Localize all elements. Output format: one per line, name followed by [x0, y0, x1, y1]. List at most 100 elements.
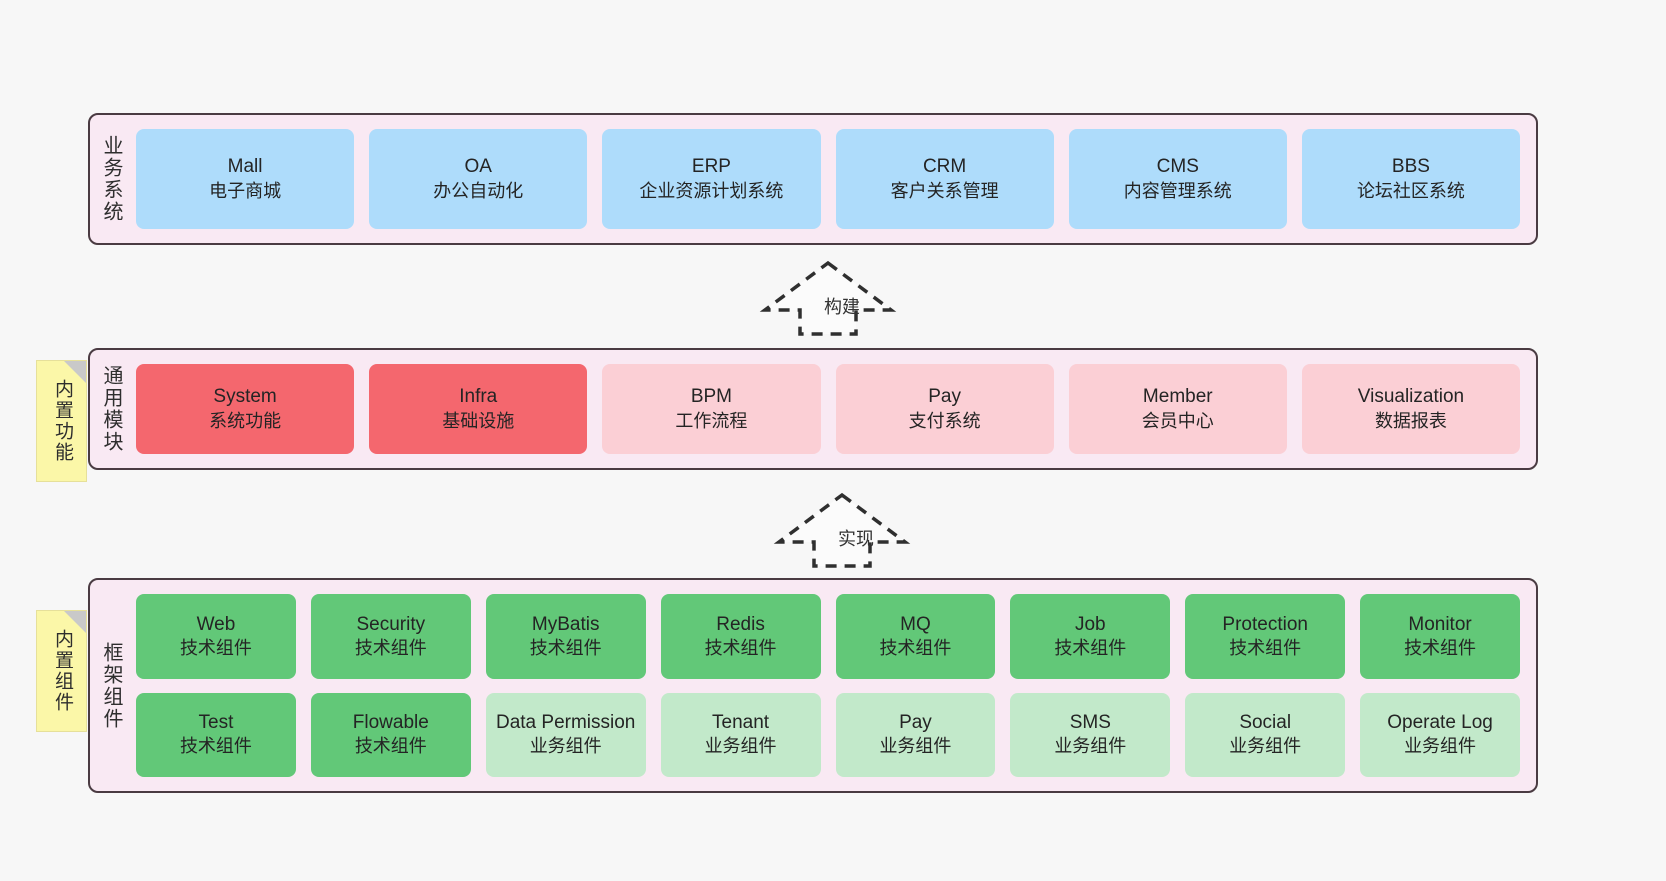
- card-title: Data Permission: [495, 712, 636, 734]
- card-title: Monitor: [1408, 613, 1472, 635]
- card-title: BBS: [1391, 156, 1430, 178]
- card-oa[interactable]: OA 办公自动化: [369, 129, 588, 229]
- card-title: Web: [196, 613, 236, 635]
- card-data-permission[interactable]: Data Permission 业务组件: [485, 692, 646, 777]
- note-builtin-component: 内置组件: [36, 610, 87, 732]
- card-mq[interactable]: MQ 技术组件: [835, 594, 996, 679]
- card-title: Tenant: [712, 712, 770, 734]
- note-label: 内置功能: [51, 379, 73, 463]
- card-title: Flowable: [352, 712, 429, 734]
- card-row: Mall 电子商城 OA 办公自动化 ERP 企业资源计划系统 CRM 客户关系…: [136, 129, 1521, 229]
- card-subtitle: 业务组件: [1054, 736, 1127, 757]
- layer-framework-component: 框架组件 Web 技术组件 Security 技术组件 MyBatis 技术组件…: [88, 578, 1538, 793]
- card-title: CRM: [922, 156, 967, 178]
- card-subtitle: 技术组件: [704, 637, 777, 658]
- card-subtitle: 技术组件: [879, 637, 952, 658]
- card-redis[interactable]: Redis 技术组件: [660, 594, 821, 679]
- card-title: Member: [1142, 386, 1213, 408]
- card-title: Protection: [1222, 613, 1308, 635]
- card-subtitle: 论坛社区系统: [1356, 180, 1465, 201]
- layer-label-framework-component: 框架组件: [100, 641, 122, 730]
- card-subtitle: 电子商城: [209, 180, 282, 201]
- note-builtin-function: 内置功能: [36, 360, 87, 482]
- card-title: SMS: [1069, 712, 1111, 734]
- card-subtitle: 基础设施: [442, 410, 515, 431]
- card-mybatis[interactable]: MyBatis 技术组件: [485, 594, 646, 679]
- card-title: Mall: [227, 156, 263, 178]
- card-title: CMS: [1156, 156, 1199, 178]
- arrow-build-icon: [759, 260, 897, 336]
- card-subtitle: 技术组件: [529, 637, 602, 658]
- card-subtitle: 技术组件: [354, 736, 427, 757]
- card-title: Pay: [899, 712, 932, 734]
- card-sms[interactable]: SMS 业务组件: [1010, 692, 1171, 777]
- card-web[interactable]: Web 技术组件: [136, 594, 296, 679]
- card-subtitle: 企业资源计划系统: [639, 180, 784, 201]
- card-protection[interactable]: Protection 技术组件: [1185, 594, 1346, 679]
- card-subtitle: 业务组件: [529, 736, 602, 757]
- card-title: BPM: [690, 386, 733, 408]
- card-subtitle: 技术组件: [1404, 637, 1477, 658]
- card-bbs[interactable]: BBS 论坛社区系统: [1301, 129, 1521, 229]
- card-subtitle: 技术组件: [1054, 637, 1127, 658]
- card-member[interactable]: Member 会员中心: [1068, 364, 1287, 454]
- layer-label-common-module: 通用模块: [100, 365, 122, 453]
- card-title: Redis: [716, 613, 765, 635]
- card-visualization[interactable]: Visualization 数据报表: [1301, 364, 1521, 454]
- card-social[interactable]: Social 业务组件: [1185, 692, 1346, 777]
- card-security[interactable]: Security 技术组件: [310, 594, 471, 679]
- card-subtitle: 业务组件: [1404, 736, 1477, 757]
- card-title: Infra: [459, 386, 498, 408]
- card-subtitle: 会员中心: [1141, 410, 1214, 431]
- card-title: Pay: [928, 386, 961, 408]
- card-subtitle: 内容管理系统: [1123, 180, 1232, 201]
- arrow-build: 构建: [758, 258, 898, 338]
- card-monitor[interactable]: Monitor 技术组件: [1360, 594, 1520, 679]
- card-subtitle: 技术组件: [354, 637, 427, 658]
- card-title: Security: [356, 613, 426, 635]
- card-title: MQ: [900, 613, 931, 635]
- card-row: System 系统功能 Infra 基础设施 BPM 工作流程 Pay 支付系统…: [136, 364, 1521, 454]
- card-crm[interactable]: CRM 客户关系管理: [835, 129, 1054, 229]
- arrow-implement: 实现: [772, 490, 912, 570]
- card-group-business-system: Mall 电子商城 OA 办公自动化 ERP 企业资源计划系统 CRM 客户关系…: [132, 115, 1536, 243]
- card-pay-business[interactable]: Pay 业务组件: [835, 692, 996, 777]
- card-subtitle: 技术组件: [1229, 637, 1302, 658]
- card-bpm[interactable]: BPM 工作流程: [602, 364, 821, 454]
- layer-label-business-system: 业务系统: [100, 135, 122, 223]
- card-system[interactable]: System 系统功能: [136, 364, 355, 454]
- card-group-framework-component: Web 技术组件 Security 技术组件 MyBatis 技术组件 Redi…: [132, 580, 1536, 791]
- card-title: Job: [1074, 613, 1106, 635]
- arrow-build-label: 构建: [824, 297, 860, 317]
- card-title: ERP: [691, 156, 731, 178]
- card-title: Social: [1239, 712, 1292, 734]
- card-subtitle: 办公自动化: [433, 180, 524, 201]
- layer-common-module: 通用模块 System 系统功能 Infra 基础设施 BPM 工作流程 Pay…: [88, 348, 1538, 470]
- note-label: 内置组件: [51, 629, 73, 713]
- card-erp[interactable]: ERP 企业资源计划系统: [602, 129, 821, 229]
- card-row: Test 技术组件 Flowable 技术组件 Data Permission …: [136, 692, 1520, 777]
- card-title: MyBatis: [531, 613, 600, 635]
- card-subtitle: 业务组件: [704, 736, 777, 757]
- card-subtitle: 工作流程: [675, 410, 748, 431]
- card-title: System: [213, 386, 277, 408]
- card-title: Visualization: [1357, 386, 1465, 408]
- card-subtitle: 技术组件: [179, 736, 252, 757]
- card-pay[interactable]: Pay 支付系统: [835, 364, 1054, 454]
- card-operate-log[interactable]: Operate Log 业务组件: [1360, 692, 1520, 777]
- note-fold-icon: [64, 361, 86, 383]
- arrow-implement-icon: [773, 492, 911, 568]
- card-subtitle: 支付系统: [908, 410, 981, 431]
- card-cms[interactable]: CMS 内容管理系统: [1068, 129, 1287, 229]
- note-fold-icon: [64, 611, 86, 633]
- card-flowable[interactable]: Flowable 技术组件: [310, 692, 471, 777]
- card-tenant[interactable]: Tenant 业务组件: [660, 692, 821, 777]
- card-mall[interactable]: Mall 电子商城: [136, 129, 355, 229]
- card-job[interactable]: Job 技术组件: [1010, 594, 1171, 679]
- card-subtitle: 系统功能: [209, 410, 282, 431]
- card-title: Operate Log: [1387, 712, 1493, 734]
- card-test[interactable]: Test 技术组件: [136, 692, 296, 777]
- layer-business-system: 业务系统 Mall 电子商城 OA 办公自动化 ERP 企业资源计划系统 CRM…: [88, 113, 1538, 245]
- card-row: Web 技术组件 Security 技术组件 MyBatis 技术组件 Redi…: [136, 594, 1520, 679]
- card-infra[interactable]: Infra 基础设施: [369, 364, 588, 454]
